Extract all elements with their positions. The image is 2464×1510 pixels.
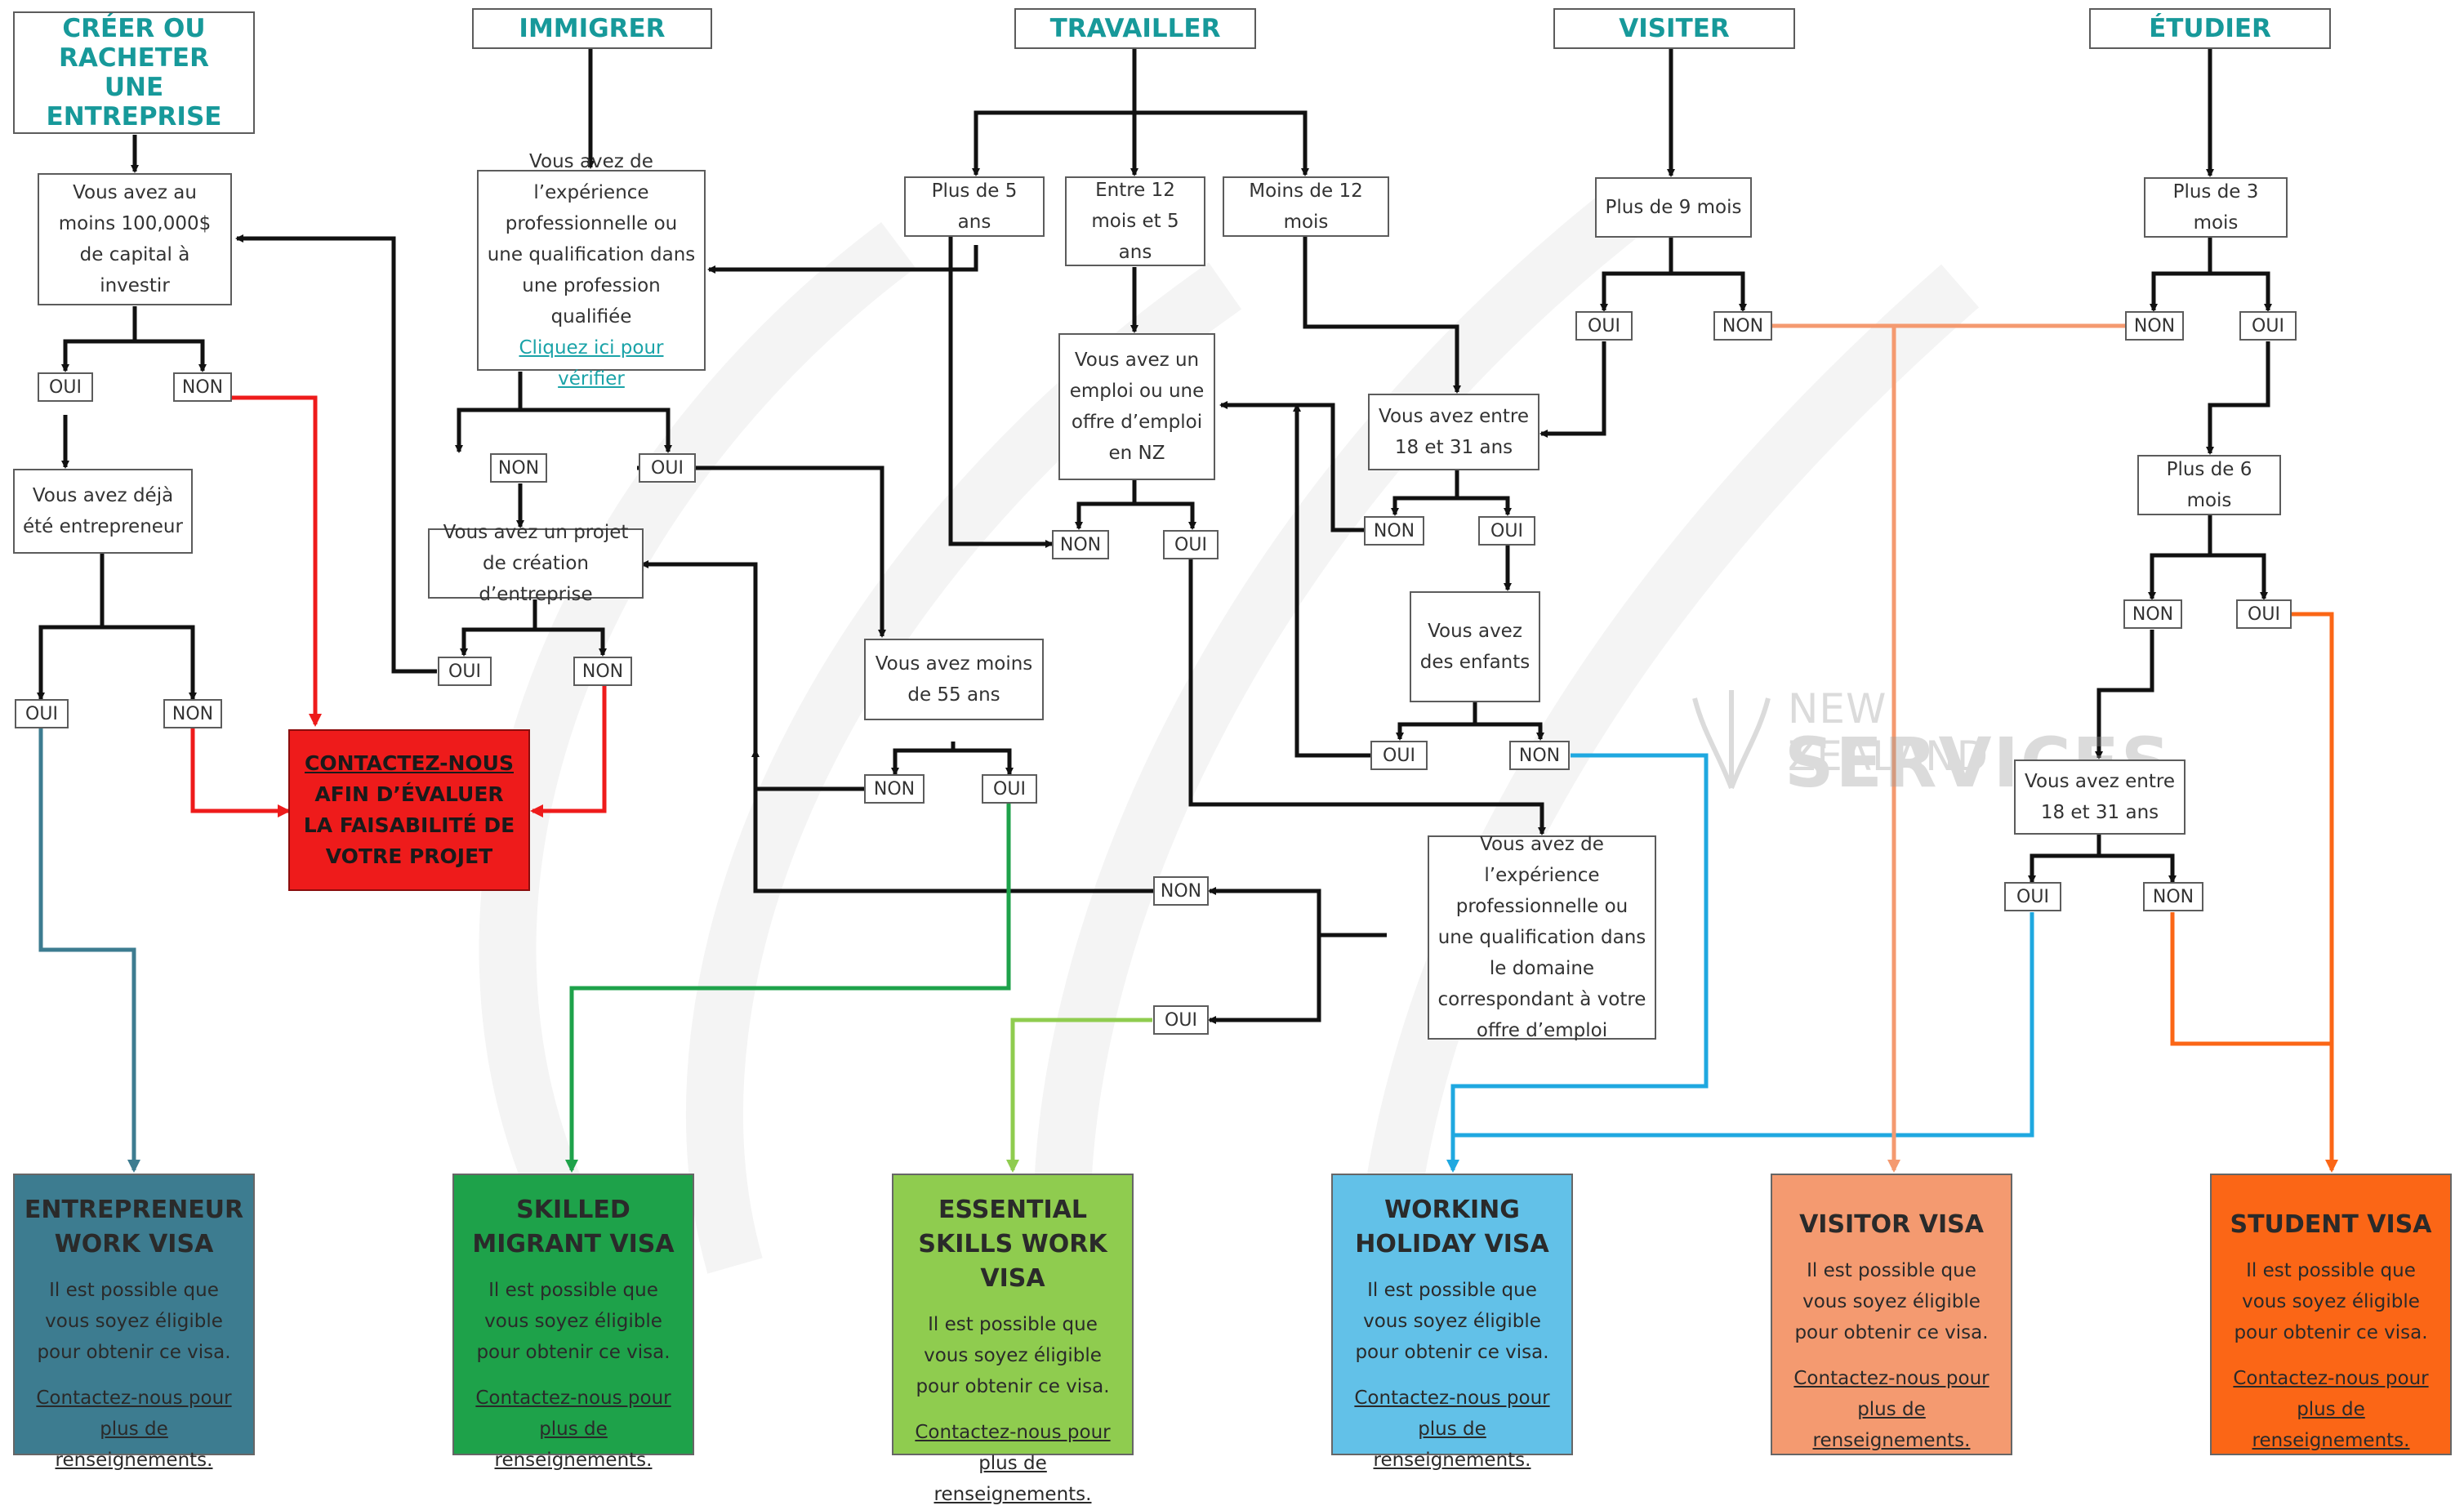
answer-oui-emploi: OUI [1163, 530, 1219, 559]
visa-contact-link[interactable]: Contactez-nous pour plus de renseignemen… [475, 1388, 671, 1471]
answer-non-entre-18-31: NON [1364, 516, 1424, 546]
visa-flowchart: NEW ZEALAND SERVICES CRÉER OU RACHETER U… [13, 8, 2452, 1505]
header-visiter: VISITER [1553, 8, 1795, 49]
answer-non-domaine: NON [1153, 876, 1209, 906]
contact-us-text: AFIN D’ÉVALUER LA FAISABILITÉ DE VOTRE P… [303, 782, 515, 868]
answer-non-moins-55: NON [864, 774, 925, 804]
watermark-line-1: NEW ZEALAND [1788, 685, 1989, 780]
visa-title: ENTREPRENEUR WORK VISA [24, 1196, 244, 1258]
question-plus-3-mois: Plus de 3 mois [2144, 177, 2288, 238]
header-immigrer: IMMIGRER [472, 8, 712, 49]
question-emploi-nz: Vous avez un emploi ou une offre d’emplo… [1058, 333, 1215, 480]
header-entreprise: CRÉER OU RACHETER UNE ENTREPRISE [13, 11, 255, 134]
connector-lines [37, 47, 2338, 1173]
answer-non-emploi: NON [1052, 530, 1109, 559]
question-enfants: Vous avez des enfants [1410, 591, 1540, 702]
visa-contact-link[interactable]: Contactez-nous pour plus de renseignemen… [1354, 1388, 1550, 1471]
visa-title: ESSENTIAL SKILLS WORK VISA [918, 1196, 1107, 1293]
visa-description: Il est possible que vous soyez éligible … [2234, 1260, 2428, 1343]
answer-oui-experience: OUI [639, 453, 696, 483]
fern-icon [1692, 690, 1771, 790]
answer-oui-domaine: OUI [1153, 1005, 1209, 1035]
visa-description: Il est possible que vous soyez éligible … [916, 1314, 1110, 1397]
answer-non-enfants: NON [1509, 741, 1570, 770]
question-capital: Vous avez au moins 100,000$ de capital à… [38, 173, 232, 305]
visa-title: WORKING HOLIDAY VISA [1355, 1196, 1549, 1258]
question-experience-qualification: Vous avez de l’expérience professionnell… [477, 151, 706, 390]
answer-oui-projet: OUI [438, 657, 492, 686]
question-moins-55-ans: Vous avez moins de 55 ans [864, 639, 1044, 720]
visa-working-holiday: WORKING HOLIDAY VISA Il est possible que… [1331, 1174, 1573, 1471]
visa-contact-link[interactable]: Contactez-nous pour plus de renseignemen… [1793, 1368, 1989, 1451]
answer-non-projet: NON [573, 657, 632, 686]
answer-non-entre-18-31-etude: NON [2143, 882, 2203, 911]
question-moins-12-mois: Moins de 12 mois [1223, 176, 1389, 237]
answer-non-plus-3-mois: NON [2125, 311, 2184, 341]
visa-contact-link[interactable]: Contactez-nous pour plus de renseignemen… [36, 1388, 232, 1471]
visa-contact-link[interactable]: Contactez-nous pour plus de renseignemen… [2233, 1368, 2429, 1451]
question-entre-18-31-travail: Vous avez entre 18 et 31 ans [1368, 394, 1539, 470]
question-entre-12-mois-5-ans: Entre 12 mois et 5 ans [1065, 176, 1205, 266]
visa-skilled-migrant: SKILLED MIGRANT VISA Il est possible que… [452, 1174, 694, 1471]
answer-oui-enfants: OUI [1370, 741, 1428, 770]
visa-contact-link[interactable]: Contactez-nous pour plus de renseignemen… [915, 1422, 1111, 1505]
visa-description: Il est possible que vous soyez éligible … [37, 1280, 231, 1363]
answer-non-experience: NON [490, 453, 547, 483]
answer-oui-entre-18-31: OUI [1478, 516, 1535, 546]
visa-essential-skills: ESSENTIAL SKILLS WORK VISA Il est possib… [892, 1174, 1134, 1505]
visa-student: STUDENT VISA Il est possible que vous so… [2210, 1174, 2452, 1455]
visa-title: STUDENT VISA [2230, 1210, 2432, 1239]
answer-non-entrepreneur: NON [163, 699, 222, 728]
answer-non-plus-6-mois: NON [2123, 599, 2182, 629]
contact-us-box[interactable]: CONTACTEZ-NOUS AFIN D’ÉVALUER LA FAISABI… [288, 729, 530, 891]
answer-oui-moins-55: OUI [982, 774, 1037, 804]
visa-description: Il est possible que vous soyez éligible … [476, 1280, 671, 1363]
answer-oui-plus-9-mois: OUI [1575, 311, 1633, 341]
background-swirl-decoration [479, 181, 1980, 1274]
question-plus-9-mois: Plus de 9 mois [1595, 177, 1752, 238]
question-plus-5-ans: Plus de 5 ans [904, 176, 1045, 237]
answer-oui-capital: OUI [38, 372, 93, 402]
answer-oui-plus-3-mois: OUI [2239, 311, 2297, 341]
visa-description: Il est possible que vous soyez éligible … [1355, 1280, 1549, 1363]
answer-non-capital: NON [173, 372, 232, 402]
visa-title: SKILLED MIGRANT VISA [472, 1196, 675, 1258]
visa-description: Il est possible que vous soyez éligible … [1794, 1260, 1989, 1343]
answer-oui-entre-18-31-etude: OUI [2004, 882, 2061, 911]
question-entrepreneur: Vous avez déjà été entrepreneur [13, 469, 193, 554]
verifier-link[interactable]: Cliquez ici pour vérifier [519, 337, 664, 390]
question-entre-18-31-etude: Vous avez entre 18 et 31 ans [2014, 759, 2186, 835]
visa-entrepreneur: ENTREPRENEUR WORK VISA Il est possible q… [13, 1174, 255, 1471]
header-etudier: ÉTUDIER [2089, 8, 2331, 49]
question-experience-domaine: Vous avez de l’expérience professionnell… [1428, 834, 1656, 1041]
contact-us-title[interactable]: CONTACTEZ-NOUS [304, 751, 514, 775]
answer-non-plus-9-mois: NON [1713, 311, 1772, 341]
watermark: NEW ZEALAND SERVICES [1686, 682, 2170, 803]
visa-title: VISITOR VISA [1799, 1210, 1984, 1239]
question-projet-entreprise: Vous avez un projet de création d’entrep… [428, 522, 644, 605]
answer-oui-entrepreneur: OUI [15, 699, 69, 728]
header-travailler: TRAVAILLER [1014, 8, 1256, 49]
answer-oui-plus-6-mois: OUI [2236, 599, 2292, 629]
question-plus-6-mois: Plus de 6 mois [2137, 455, 2281, 515]
visa-visitor: VISITOR VISA Il est possible que vous so… [1771, 1174, 2012, 1455]
